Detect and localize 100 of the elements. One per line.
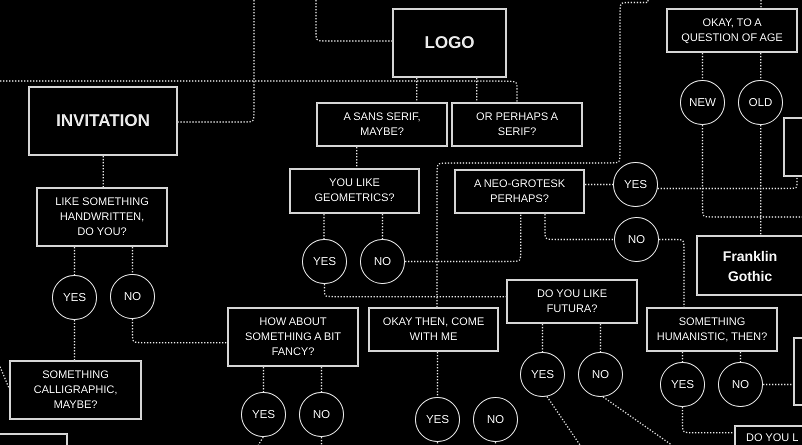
answer-text: NO: [628, 232, 646, 246]
answer-text: YES: [624, 178, 647, 192]
answer-text: OLD: [748, 96, 772, 110]
connector-line: [542, 324, 544, 352]
question-text: A NEO-GROTESK PERHAPS?: [472, 176, 566, 206]
answer-text: YES: [312, 254, 336, 268]
answer-text: NEW: [689, 96, 716, 110]
connector-line: [544, 214, 614, 240]
connector-line: [324, 284, 506, 298]
answer-text: NO: [732, 378, 750, 392]
connector-line: [0, 80, 518, 102]
answer-text: YES: [426, 412, 449, 426]
connector-line: [760, 0, 762, 8]
question-text: LIKE SOMETHING HANDWRITTEN, DO YOU?: [54, 194, 150, 240]
connector-line: [436, 352, 438, 397]
connector-line: [494, 442, 496, 445]
answer-circle: [578, 352, 623, 397]
answer-circle: [520, 352, 565, 397]
question-box: [454, 169, 585, 214]
title-box: [392, 8, 507, 78]
connector-line: [760, 53, 762, 80]
question-box: [734, 425, 802, 445]
answer-circle: [660, 362, 705, 407]
question-text: SOMETHING CALLIGRAPHIC, MAYBE?: [32, 368, 118, 412]
question-text: SOMETHING HUMANISTIC, THEN?: [656, 314, 768, 344]
answer-text: YES: [530, 368, 554, 382]
flow-box: [0, 433, 68, 445]
connector-line: [258, 436, 264, 445]
connector-line: [476, 78, 478, 102]
question-text: OR PERHAPS A SERIF?: [475, 110, 559, 140]
answer-text: NO: [592, 368, 610, 382]
flow-box: [783, 117, 802, 177]
answer-text: YES: [670, 378, 694, 392]
connector-line: [320, 437, 322, 445]
connector-line: [436, 0, 649, 307]
answer-text: YES: [252, 408, 275, 422]
question-box: [227, 307, 359, 367]
connector-line: [178, 0, 255, 123]
answer-circle: [110, 274, 155, 319]
answer-circle: [613, 162, 658, 207]
answer-text: NO: [374, 254, 392, 268]
question-text: OKAY THEN, COME WITH ME: [382, 314, 486, 344]
answer-text: NO: [312, 408, 330, 422]
answer-text: NO: [486, 412, 504, 426]
connector-line: [682, 352, 684, 362]
connector-line: [600, 324, 602, 352]
question-box: [289, 168, 420, 214]
connector-line: [320, 367, 322, 392]
connector-line: [702, 53, 704, 80]
connector-line: [436, 442, 438, 445]
connector-line: [740, 352, 742, 362]
question-text: DO YOU LIKE FUTURA?: [536, 286, 608, 316]
question-box: [666, 8, 798, 53]
answer-text: YES: [62, 290, 86, 304]
question-text: HOW ABOUT SOMETHING A BIT FANCY?: [244, 314, 342, 360]
connector-line: [602, 396, 672, 445]
answer-circle: [360, 239, 405, 284]
answer-circle: [415, 397, 460, 442]
connector-line: [763, 384, 793, 386]
question-box: [36, 187, 168, 247]
answer-circle: [680, 80, 725, 125]
question-box: [316, 102, 448, 147]
question-text: OKAY, TO A QUESTION OF AGE: [680, 16, 784, 46]
result-text: Franklin Gothic: [722, 246, 778, 286]
question-box: [646, 307, 778, 352]
question-box: [368, 307, 499, 352]
connector-line: [132, 319, 227, 344]
answer-circle: [241, 392, 286, 437]
title-text: LOGO: [424, 33, 475, 53]
connector-line: [356, 147, 358, 168]
connector-line: [132, 247, 134, 274]
answer-circle: [52, 275, 97, 320]
question-text: A SANS SERIF, MAYBE?: [342, 110, 422, 140]
connector-line: [382, 214, 384, 239]
question-text: DO YOU L: [746, 432, 798, 445]
answer-circle: [718, 362, 763, 407]
answer-circle: [299, 392, 344, 437]
answer-circle: [614, 217, 659, 262]
answer-text: NO: [124, 290, 142, 304]
connector-line: [74, 247, 76, 275]
connector-line: [405, 214, 522, 262]
connector-line: [659, 238, 685, 307]
connector-line: [682, 407, 734, 434]
connector-line: [102, 156, 104, 187]
title-box: [28, 86, 178, 156]
result-box: [696, 235, 802, 296]
title-text: INVITATION: [56, 111, 150, 131]
connector-line: [416, 78, 418, 102]
answer-circle: [738, 80, 783, 125]
answer-circle: [473, 397, 518, 442]
question-box: [451, 102, 583, 147]
connector-line: [760, 125, 762, 235]
question-box: [506, 279, 638, 324]
connector-line: [702, 125, 802, 218]
question-box: [9, 360, 142, 420]
connector-line: [585, 184, 613, 186]
connector-line: [315, 0, 392, 42]
question-text: YOU LIKE GEOMETRICS?: [313, 176, 396, 206]
connector-line: [262, 367, 264, 392]
connector-line: [0, 366, 10, 388]
